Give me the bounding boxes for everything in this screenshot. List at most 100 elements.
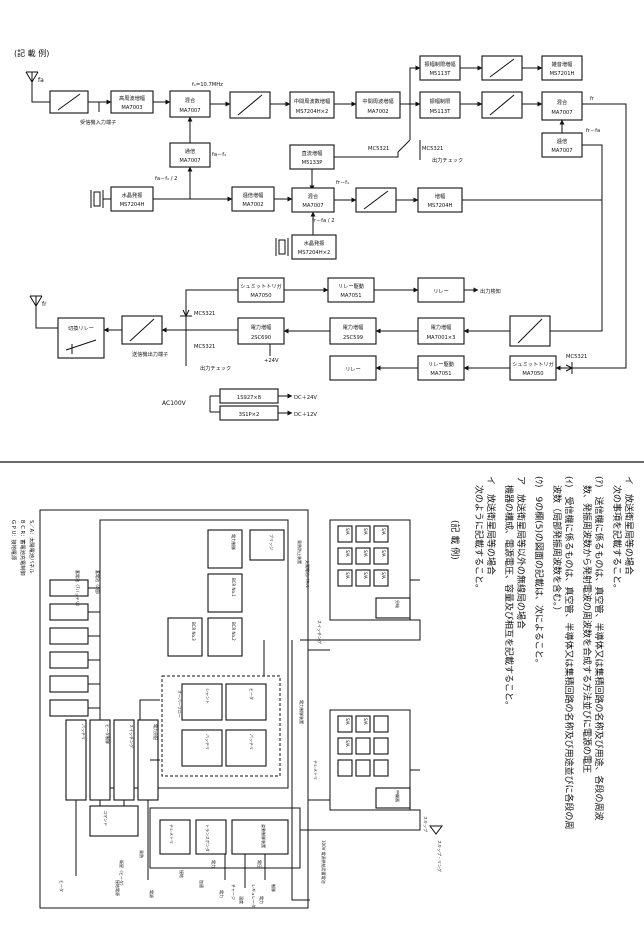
svg-text:逓倍増幅: 逓倍増幅 <box>243 191 264 199</box>
block-b19: リレー <box>417 277 465 303</box>
block-b18: リレー駆動 MA7051 <box>327 277 375 303</box>
svg-text:雑音増幅: 雑音増幅 <box>552 60 573 68</box>
diagram-label: BCR No.1 <box>231 578 236 597</box>
svg-text:直流増幅: 直流増幅 <box>302 149 323 157</box>
diagram-label: トランスポンダ <box>205 824 211 852</box>
diagram-label: 加速 <box>199 880 205 888</box>
diagram-label: オーバーフロー <box>177 690 182 718</box>
dc12-label: DC＋12V <box>294 411 317 418</box>
block-b6: 振幅制限 M5113T <box>419 91 461 119</box>
block-b14: 混合 MA7007 <box>291 187 335 213</box>
diagram-label: 接地 <box>179 870 185 878</box>
rotated-text-line: ア 放送衛星局等以外の無線局の場合 <box>515 476 527 629</box>
svg-text:MC5321: MC5321 <box>422 146 443 152</box>
diagram-label: スイッチング <box>317 620 323 644</box>
diagram-label: 電力制御装置 <box>299 700 305 724</box>
svg-text:MA7050: MA7050 <box>522 371 543 377</box>
svg-text:水晶発振: 水晶発振 <box>122 191 143 199</box>
rotated-text-line: (ｲ) 受信機に係るものは、真空管、半導体又は集積回路の名称及び用途並びに各段の… <box>563 476 575 830</box>
diagram-label: S/A <box>363 718 368 725</box>
rotated-text-line: イ 放送衛星局等の場合 <box>485 476 497 575</box>
block-b10: 逓倍 MA7007 <box>541 132 583 158</box>
diagram-label: 電力分配 <box>153 724 159 740</box>
svg-text:3S1P×2: 3S1P×2 <box>239 412 260 418</box>
diagram-label: S/A <box>381 528 386 535</box>
filter-2 <box>229 91 271 119</box>
block-b25: シュミットトリガ MA7050 <box>509 355 557 381</box>
supply-24v: +24V <box>264 358 279 364</box>
block-b3: 中間周波数増幅 MS7204H×2 <box>289 91 335 119</box>
diagram-label: 電圧 <box>257 860 262 868</box>
ac-input: AC100V <box>162 400 187 407</box>
svg-text:MC5321: MC5321 <box>566 354 587 360</box>
block-b9: 通倍 MA7007 <box>169 142 211 168</box>
diagram-label: ヒータ <box>59 880 65 892</box>
output-check-2: 出力チェック <box>200 364 231 372</box>
diagram-label: レギュレータ <box>251 884 257 908</box>
block-b23: リレー <box>329 355 377 381</box>
tx-output-label: 送信機出力端子 <box>132 350 168 358</box>
antenna-tx-icon <box>29 295 43 312</box>
svg-text:MS7204H: MS7204H <box>428 203 453 209</box>
diagram-label: 蓄電池（4個） <box>95 570 101 597</box>
fr-label: fr <box>590 96 595 102</box>
svg-text:MA7007: MA7007 <box>551 148 572 154</box>
example-label: (記 載 例) <box>14 48 49 58</box>
freq-label: f₁=10.7MHz <box>192 82 223 88</box>
diagram-label: シャント <box>205 688 210 704</box>
diagram-label: 接地電源 <box>115 880 121 896</box>
svg-text:MA7001×3: MA7001×3 <box>427 335 456 341</box>
diagram-label: コマンド <box>103 810 108 826</box>
legend-entry: B C R：蓄電池充電制御 <box>19 520 27 576</box>
filter-3 <box>481 55 523 81</box>
diagram-label: バッテリ <box>249 734 255 750</box>
block-b15: 増幅 MS7204H <box>417 187 463 213</box>
block-b26: 切換リレー <box>57 317 105 359</box>
svg-text:M5133P: M5133P <box>302 160 323 166</box>
svg-text:高周波増幅: 高周波増幅 <box>119 94 145 102</box>
rotated-text-line: (ｱ) 送信機に係るものは、真空管、半導体又は集積回路の名称及び用途、各段の周波 <box>593 476 605 821</box>
block-b22: 電力増幅 MA7001×3 <box>417 317 465 345</box>
diagram-label: 太陽電池パネル <box>305 560 311 588</box>
example-label-2: (記 載 例) <box>449 520 461 560</box>
bottom-diagram-labels: S／A：太陽電池パネルB C R：蓄電池充電制御G P U：接地電源発熱防止装置… <box>10 520 443 908</box>
svg-text:2SC690: 2SC690 <box>251 335 271 341</box>
block-b20: 電力増幅 2SC690 <box>237 317 285 345</box>
diagram-label: 衛星（ヒータ） <box>119 860 125 888</box>
svg-text:電力増幅: 電力増幅 <box>251 323 272 331</box>
svg-text:混合: 混合 <box>185 96 196 104</box>
block-b4: 中間周波増幅 MA7002 <box>355 91 401 119</box>
svg-text:fa－f₁ / 2: fa－f₁ / 2 <box>155 176 177 182</box>
antenna-rx-label: fa <box>38 77 44 84</box>
svg-text:振幅制限: 振幅制限 <box>430 97 451 105</box>
rx-input-label: 受信機入力端子 <box>80 118 116 126</box>
diagram-label: BCR No.2 <box>231 622 236 641</box>
svg-text:MS7204H×2: MS7204H×2 <box>298 250 331 256</box>
diagram-label: S/A <box>363 528 368 535</box>
rotated-text-line: (ｳ) 9の欄(5)の図面の記載は、次によること。 <box>533 476 545 668</box>
filter-4 <box>481 91 523 119</box>
svg-text:通倍: 通倍 <box>185 147 195 155</box>
diagram-label: チャージ <box>231 884 236 900</box>
svg-text:fr－fa / 2: fr－fa / 2 <box>312 218 335 224</box>
svg-text:リレー: リレー <box>345 367 361 373</box>
output-check: 出力チェック <box>432 156 463 164</box>
block-b13: 逓倍増幅 MA7002 <box>231 186 275 212</box>
block-b11: 直流増幅 M5133P <box>289 144 335 170</box>
diagram-label: 発熱防止装置 <box>297 540 303 564</box>
crystal-icon-1 <box>90 190 104 208</box>
diagram-label: 制御 <box>271 884 277 892</box>
filter-1 <box>49 90 89 114</box>
rotated-text-line: イ 放送衛星局等の場合 <box>623 476 635 575</box>
diagram-label: 中継器 <box>395 790 401 802</box>
svg-text:fa－f₁: fa－f₁ <box>212 152 226 158</box>
svg-text:MA7007: MA7007 <box>179 108 200 114</box>
svg-text:MC5321: MC5321 <box>368 146 389 152</box>
svg-text:MA7051: MA7051 <box>430 371 451 377</box>
svg-text:MS7204H: MS7204H <box>120 202 145 208</box>
block-b21: 電力増幅 2SC599 <box>329 317 377 345</box>
diagram-label: バッテリ <box>81 724 87 740</box>
diagram-label: S/A <box>363 572 368 579</box>
diagram-label: 電源 <box>149 890 155 898</box>
